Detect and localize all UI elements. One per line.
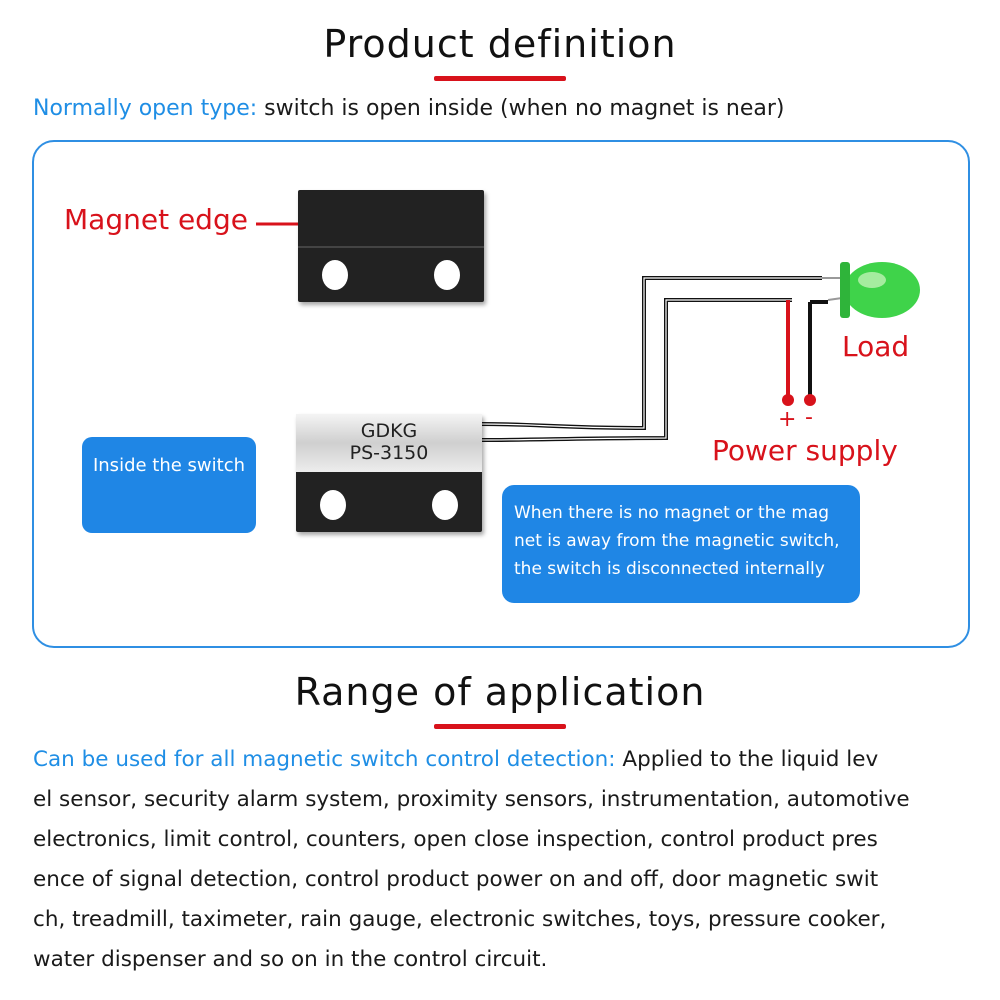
reed-switch-sensor: GDKG PS-3150: [296, 414, 482, 532]
info-line: net is away from the magnetic switch,: [514, 531, 840, 551]
inside-switch-label: Inside the switch: [92, 455, 246, 476]
text-line: ence of signal detection, control produc…: [33, 867, 879, 892]
sensor-mount-hole-right: [432, 490, 458, 520]
magnet-block: [298, 190, 484, 302]
power-supply-label: Power supply: [712, 434, 898, 467]
sensor-label-plate: GDKG PS-3150: [296, 414, 482, 472]
text-line: water dispenser and so on in the control…: [33, 947, 548, 972]
application-first-rest: Applied to the liquid lev: [615, 747, 879, 772]
type-text: switch is open inside (when no magnet is…: [257, 96, 785, 121]
text-line: ch, treadmill, taximeter, rain gauge, el…: [33, 907, 887, 932]
load-label: Load: [842, 330, 910, 363]
page-title: Product definition: [323, 22, 677, 66]
section-title-application: Range of application: [294, 670, 706, 714]
sensor-brand: GDKG: [360, 420, 418, 442]
plus-label: +: [778, 407, 797, 432]
magnet-edge-label: Magnet edge: [64, 203, 248, 236]
magnet-mount-hole-left: [322, 260, 348, 290]
inside-switch-card: Inside the switch: [82, 437, 256, 533]
info-line: When there is no magnet or the mag: [514, 503, 830, 523]
diagram-panel: [32, 140, 970, 648]
sensor-model: PS-3150: [349, 442, 429, 464]
title-underline: [434, 76, 566, 81]
type-description: Normally open type: switch is open insid…: [33, 96, 785, 121]
type-label: Normally open type:: [33, 96, 258, 121]
magnet-groove: [298, 246, 484, 248]
info-line: the switch is disconnected internally: [514, 559, 825, 579]
application-text: Can be used for all magnetic switch cont…: [33, 740, 983, 980]
magnet-mount-hole-right: [434, 260, 460, 290]
info-card: When there is no magnet or the mag net i…: [502, 485, 860, 603]
application-lead: Can be used for all magnetic switch cont…: [33, 747, 616, 772]
text-line: Can be used for all magnetic switch cont…: [33, 740, 983, 780]
title-underline: [434, 724, 566, 729]
text-line: electronics, limit control, counters, op…: [33, 827, 878, 852]
sensor-mount-hole-left: [320, 490, 346, 520]
minus-label: -: [805, 405, 813, 430]
text-line: el sensor, security alarm system, proxim…: [33, 787, 910, 812]
